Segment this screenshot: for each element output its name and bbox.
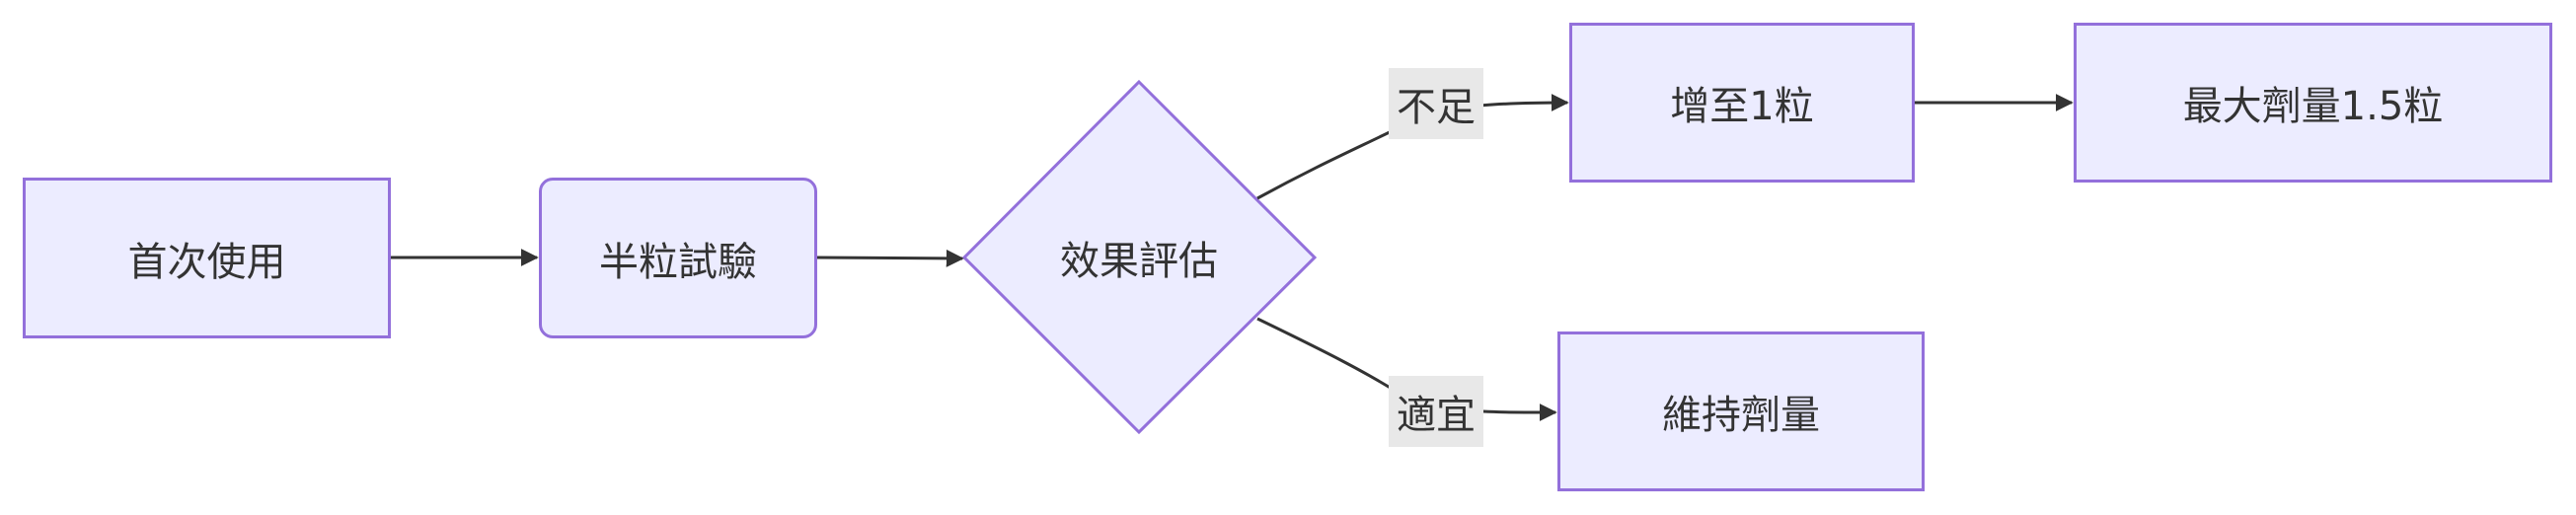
node-label: 首次使用 (127, 239, 286, 285)
node-maintain: 維持劑量 (1557, 331, 1925, 491)
node-label: 半粒試驗 (599, 239, 757, 285)
node-label: 效果評估 (1060, 239, 1218, 284)
node-label: 維持劑量 (1662, 393, 1820, 438)
edge-label-text: 適宜 (1397, 393, 1476, 438)
node-label: 最大劑量1.5粒 (2182, 84, 2444, 129)
node-label: 增至1粒 (1670, 84, 1814, 129)
node-max-dose: 最大劑量1.5粒 (2074, 23, 2552, 183)
decision-diamond (961, 79, 1318, 435)
node-increase: 增至1粒 (1569, 23, 1915, 183)
node-half-trial: 半粒試驗 (539, 178, 817, 338)
node-first-use: 首次使用 (23, 178, 391, 338)
edge-label-text: 不足 (1397, 85, 1476, 130)
node-evaluate-label: 效果評估 (987, 228, 1291, 287)
edge-label-appropriate: 適宜 (1389, 376, 1483, 447)
edge-label-insufficient: 不足 (1389, 68, 1483, 139)
